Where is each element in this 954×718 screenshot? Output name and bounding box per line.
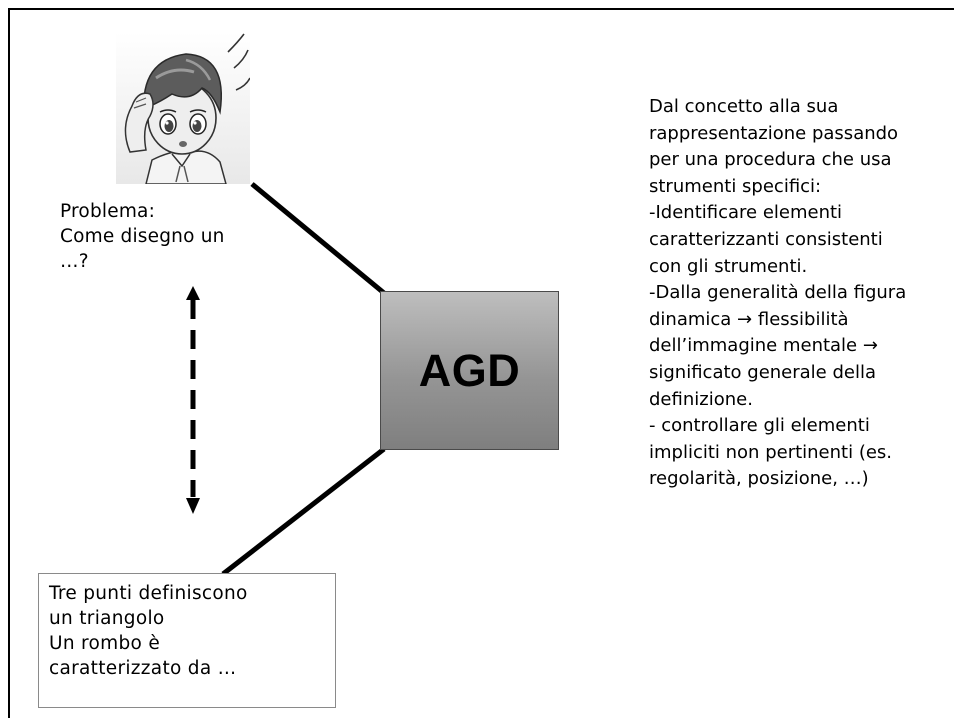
connector-line-bottom — [221, 447, 386, 576]
agd-label: AGD — [418, 344, 521, 396]
thinking-child-icon — [116, 32, 250, 184]
double-headed-dashed-arrow-icon — [186, 286, 200, 514]
connector-line-top — [250, 182, 386, 295]
definition-box: Tre punti definiscono un triangolo Un ro… — [38, 573, 336, 708]
description-text: Dal concetto alla sua rappresentazione p… — [649, 96, 907, 490]
slide-frame — [8, 8, 954, 718]
definition-text: Tre punti definiscono un triangolo Un ro… — [49, 583, 248, 679]
problem-text: Problema: Come disegno un …? — [60, 201, 225, 272]
agd-box: AGD — [380, 291, 559, 450]
